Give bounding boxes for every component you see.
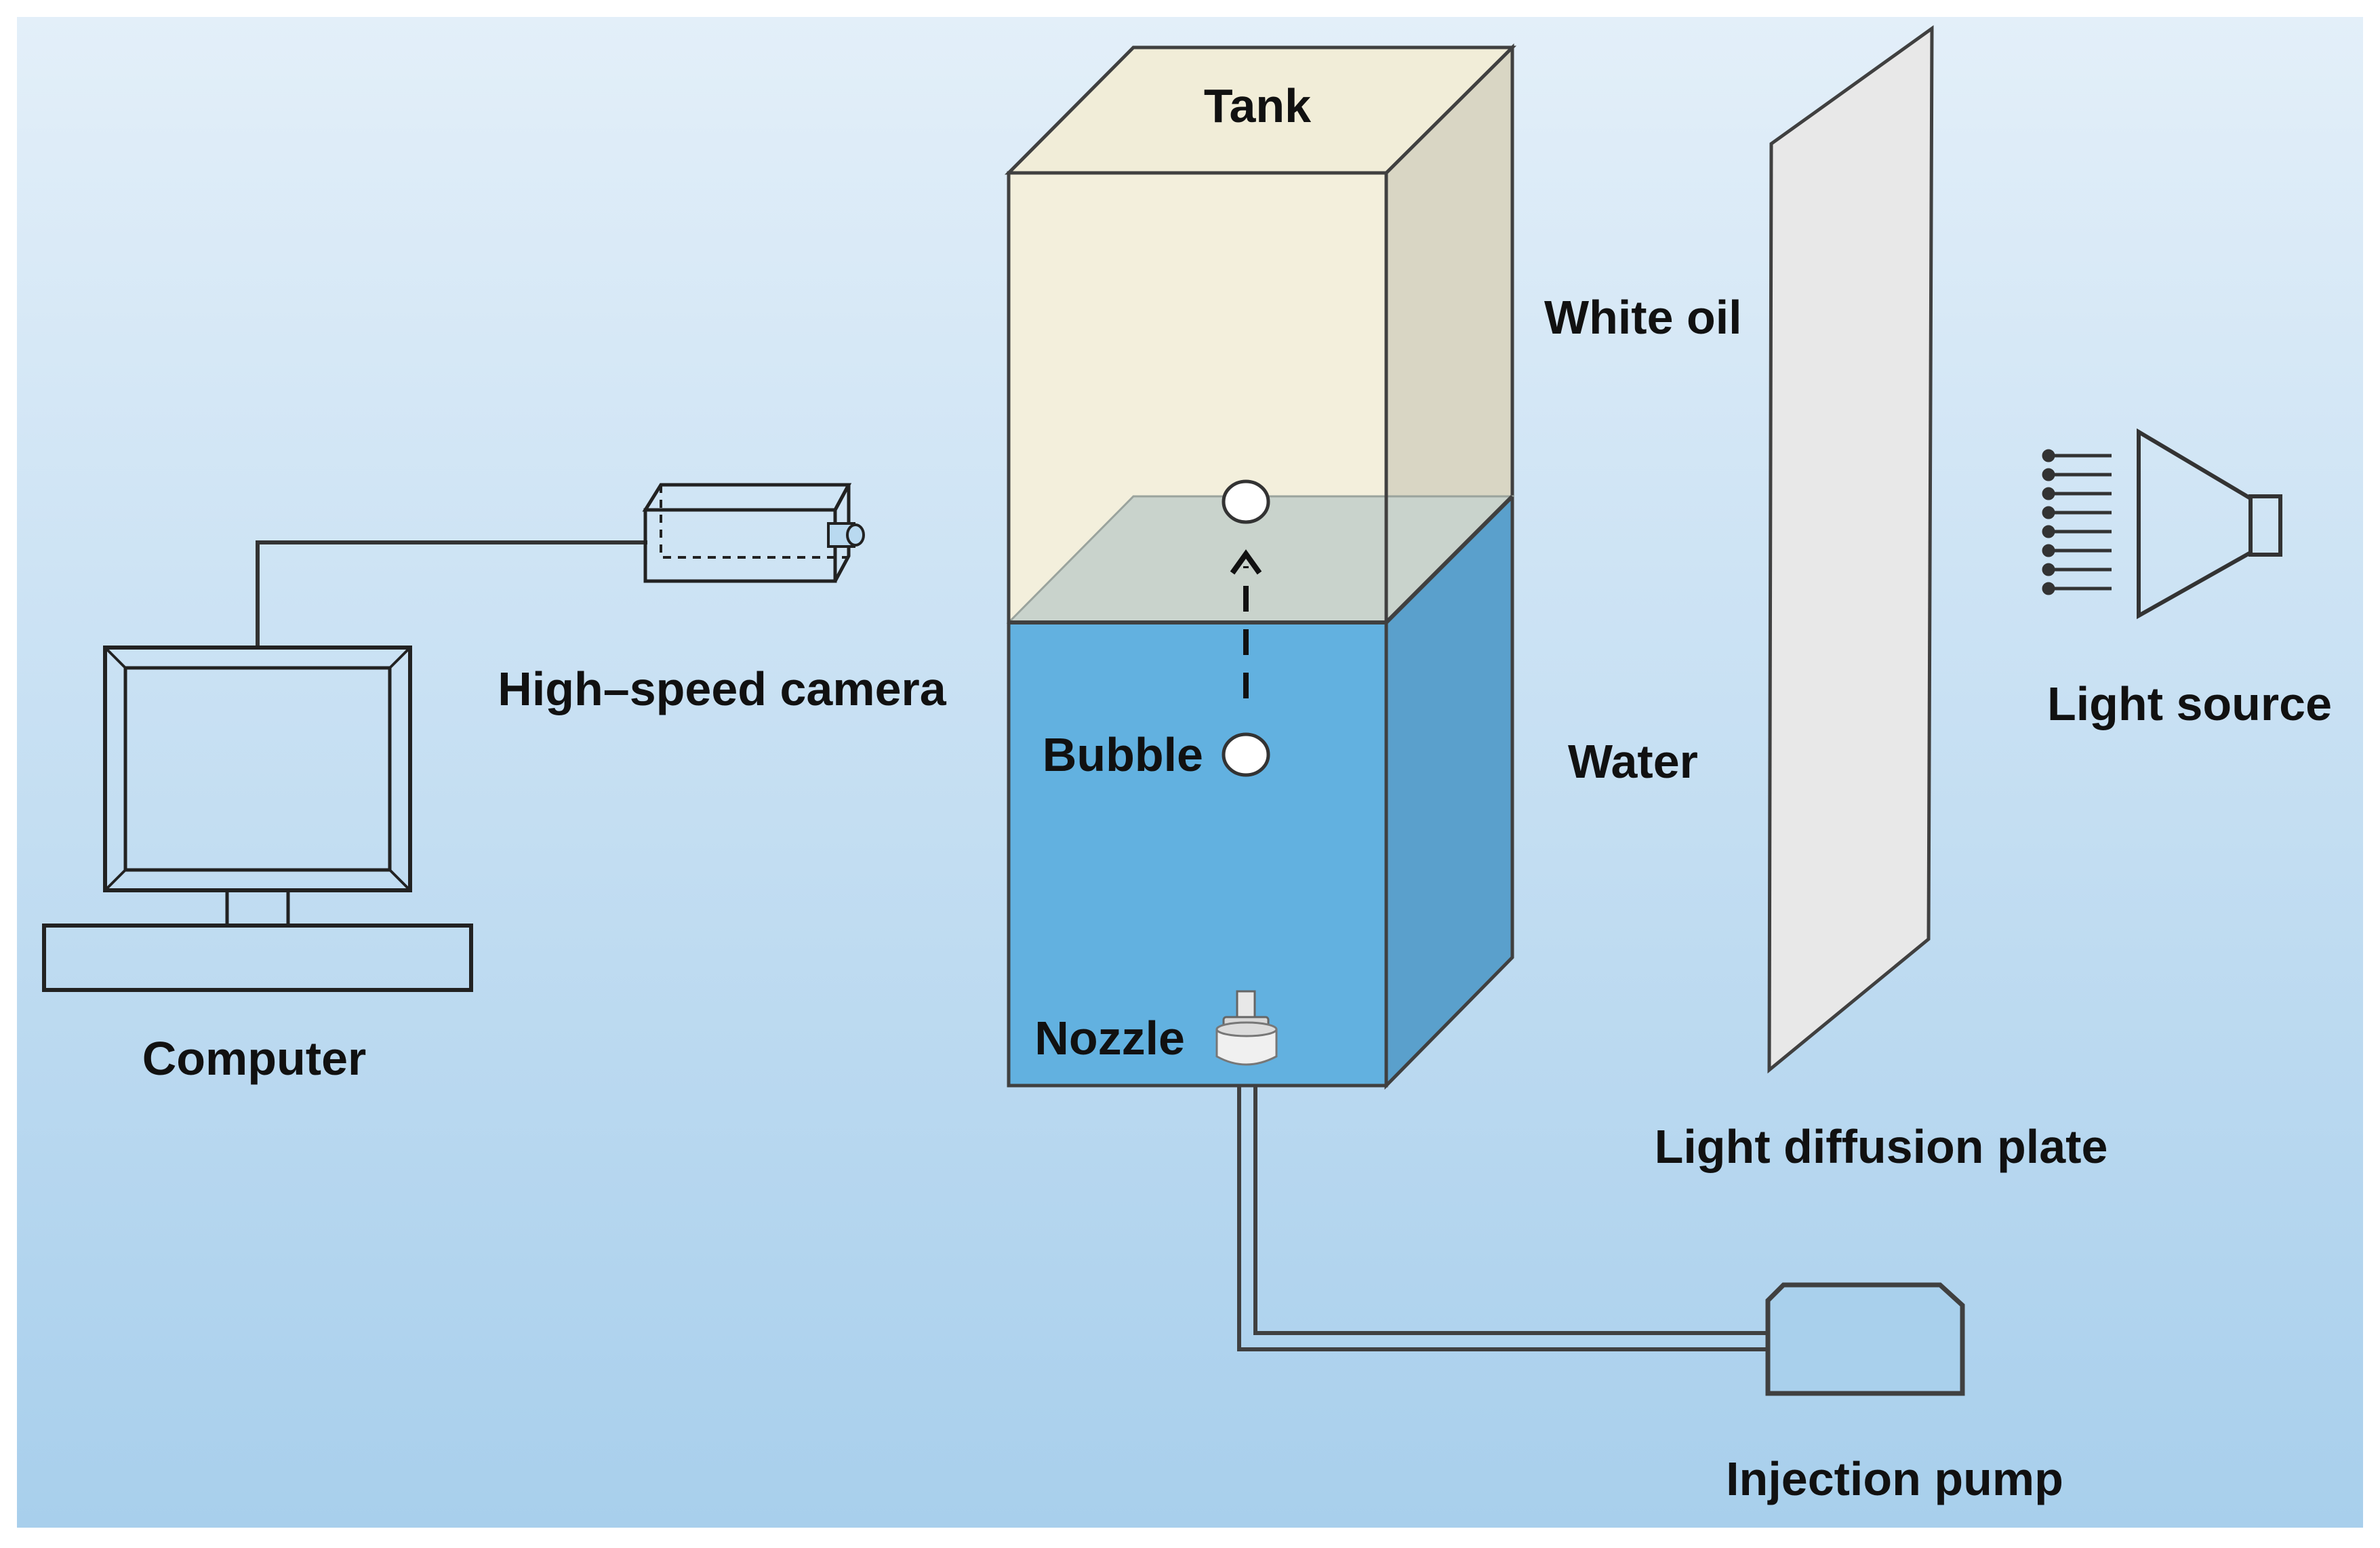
camera-cable [256,540,647,648]
lamp-icon [2042,428,2282,620]
light-rays [2042,449,2112,595]
label-injection-pump: Injection pump [1726,1452,2063,1505]
bubble-rise-arrow [1230,549,1262,698]
nozzle-icon [1215,990,1278,1066]
label-white-oil: White oil [1544,291,1742,344]
label-light-source: Light source [2047,677,2332,730]
bubble-bottom [1222,732,1270,777]
label-high-speed-camera: High–speed camera [498,662,946,715]
bubble-top [1222,479,1270,524]
label-water: Water [1568,735,1698,788]
pump-icon [1765,1282,1965,1396]
label-light-diffusion-plate: Light diffusion plate [1655,1120,2108,1173]
label-tank: Tank [1204,79,1311,132]
label-bubble: Bubble [1043,728,1203,781]
camera-icon [642,483,865,583]
computer-monitor-icon [42,646,473,992]
light-diffusion-plate [1767,25,1934,1074]
tank [1004,43,1517,1090]
injection-tubes [1237,1087,1768,1351]
label-nozzle: Nozzle [1034,1012,1185,1065]
water-front-face [1007,620,1388,1088]
label-computer: Computer [142,1032,367,1085]
